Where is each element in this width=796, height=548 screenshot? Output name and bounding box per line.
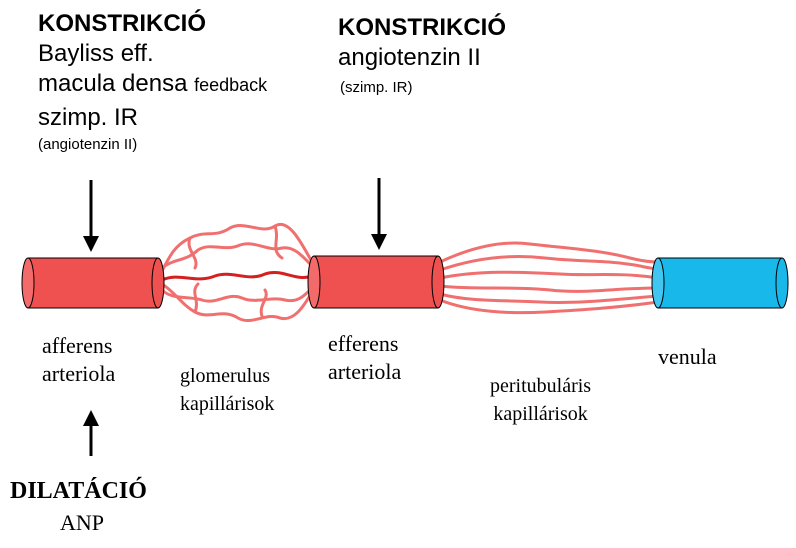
venula-label: venula <box>658 344 717 369</box>
left-line2-small: feedback <box>194 75 268 95</box>
down-arrow-efferens <box>371 178 387 250</box>
afferens-label: afferens arteriola <box>42 332 115 388</box>
left-line2: macula densa feedback <box>38 70 267 98</box>
middle-line1: angiotenzin II <box>338 44 481 71</box>
bottom-line1: ANP <box>60 510 105 535</box>
left-line2-main: macula densa <box>38 70 188 97</box>
peritubular-label: peritubuláris kapillárisok <box>490 372 591 428</box>
left-line3: szimp. IR <box>38 104 139 131</box>
left-heading: KONSTRIKCIÓ <box>38 10 206 37</box>
bottom-heading: DILATÁCIÓ <box>10 478 147 504</box>
peritubular-label-line1: peritubuláris <box>490 375 592 397</box>
middle-heading: KONSTRIKCIÓ <box>338 14 506 41</box>
middle-line2: (szimp. IR) <box>340 79 413 96</box>
glomerulus-capillaries <box>158 222 314 323</box>
up-arrow-afferens <box>83 410 99 456</box>
efferens-vessel <box>307 255 445 309</box>
peritubular-capillaries <box>438 241 660 315</box>
afferens-label-line2: arteriola <box>42 361 116 386</box>
glomerulus-label-line2: kapillárisok <box>180 393 275 415</box>
left-line1: Bayliss eff. <box>38 40 154 67</box>
glomerulus-label: glomerulus kapillárisok <box>180 362 274 418</box>
glomerulus-label-line1: glomerulus <box>180 365 270 387</box>
efferens-label: efferens arteriola <box>328 330 401 386</box>
efferens-label-line1: efferens <box>328 331 399 356</box>
afferens-vessel <box>21 257 165 309</box>
efferens-label-line2: arteriola <box>328 359 402 384</box>
left-line4: (angiotenzin II) <box>38 136 138 153</box>
glomerulus-main-capillary <box>160 271 314 282</box>
afferens-label-line1: afferens <box>42 333 113 358</box>
venula-vessel <box>651 257 789 309</box>
peritubular-label-line2: kapillárisok <box>493 403 588 425</box>
down-arrow-afferens <box>83 180 99 252</box>
